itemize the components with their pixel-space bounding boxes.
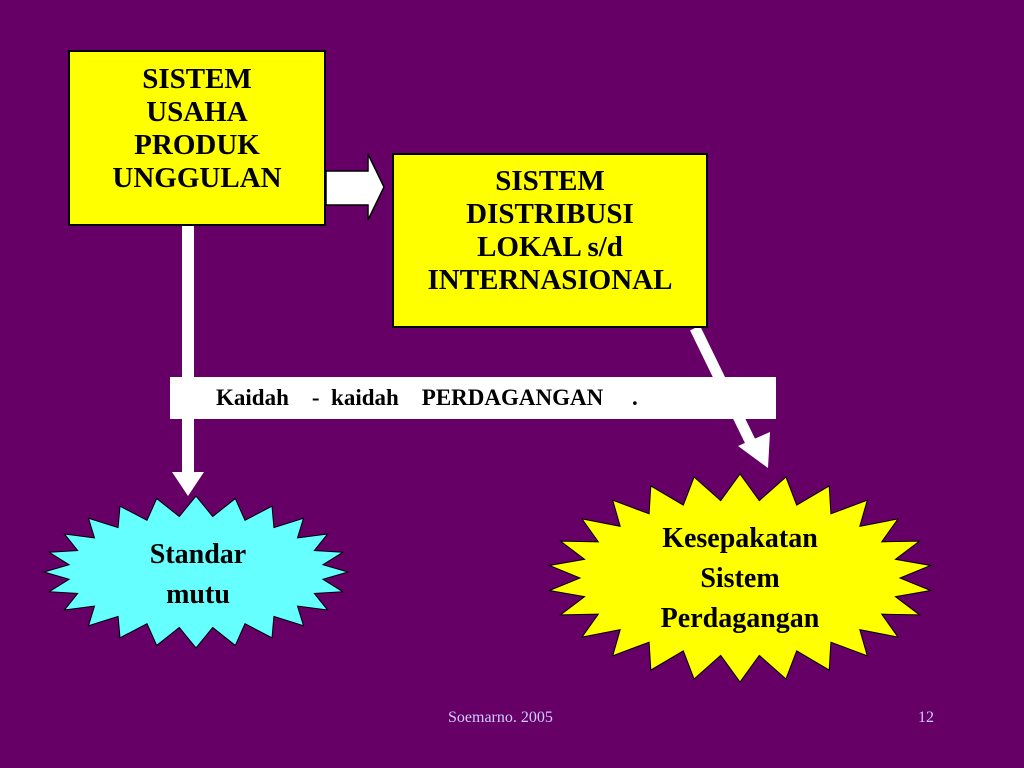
kaidah-perdagangan-banner: Kaidah - kaidah PERDAGANGAN . — [170, 377, 776, 419]
standar-mutu-label: Standar mutu — [118, 535, 278, 615]
box-distribusi-line-2: DISTRIBUSI — [466, 198, 634, 230]
kesepakatan-label: Kesepakatan Sistem Perdagangan — [610, 519, 870, 639]
slide-number: 12 — [918, 709, 934, 726]
arrow-down-to-standar — [172, 226, 204, 496]
block-arrow-right — [325, 153, 385, 221]
box-usaha-line-2: USAHA — [146, 96, 248, 128]
standar-line-2: mutu — [166, 579, 230, 610]
box-usaha-line-4: UNGGULAN — [112, 162, 282, 194]
kesepakatan-starburst — [547, 473, 933, 683]
kesepakatan-line-3: Perdagangan — [660, 603, 820, 634]
box-distribusi-line-1: SISTEM — [495, 165, 605, 197]
box-distribusi-line-3: LOKAL s/d — [477, 231, 623, 263]
box-usaha-line-3: PRODUK — [134, 129, 260, 161]
kesepakatan-line-1: Kesepakatan — [662, 523, 818, 554]
standar-line-1: Standar — [149, 539, 247, 570]
kesepakatan-line-2: Sistem — [700, 563, 780, 594]
box-usaha-line-1: SISTEM — [142, 63, 252, 95]
sistem-usaha-produk-unggulan-box: SISTEM USAHA PRODUK UNGGULAN — [68, 50, 326, 226]
standar-mutu-starburst — [42, 495, 350, 649]
footer-author: Soemarno. 2005 — [448, 709, 553, 726]
sistem-distribusi-box: SISTEM DISTRIBUSI LOKAL s/d INTERNASIONA… — [392, 153, 708, 328]
box-distribusi-line-4: INTERNASIONAL — [427, 264, 673, 296]
